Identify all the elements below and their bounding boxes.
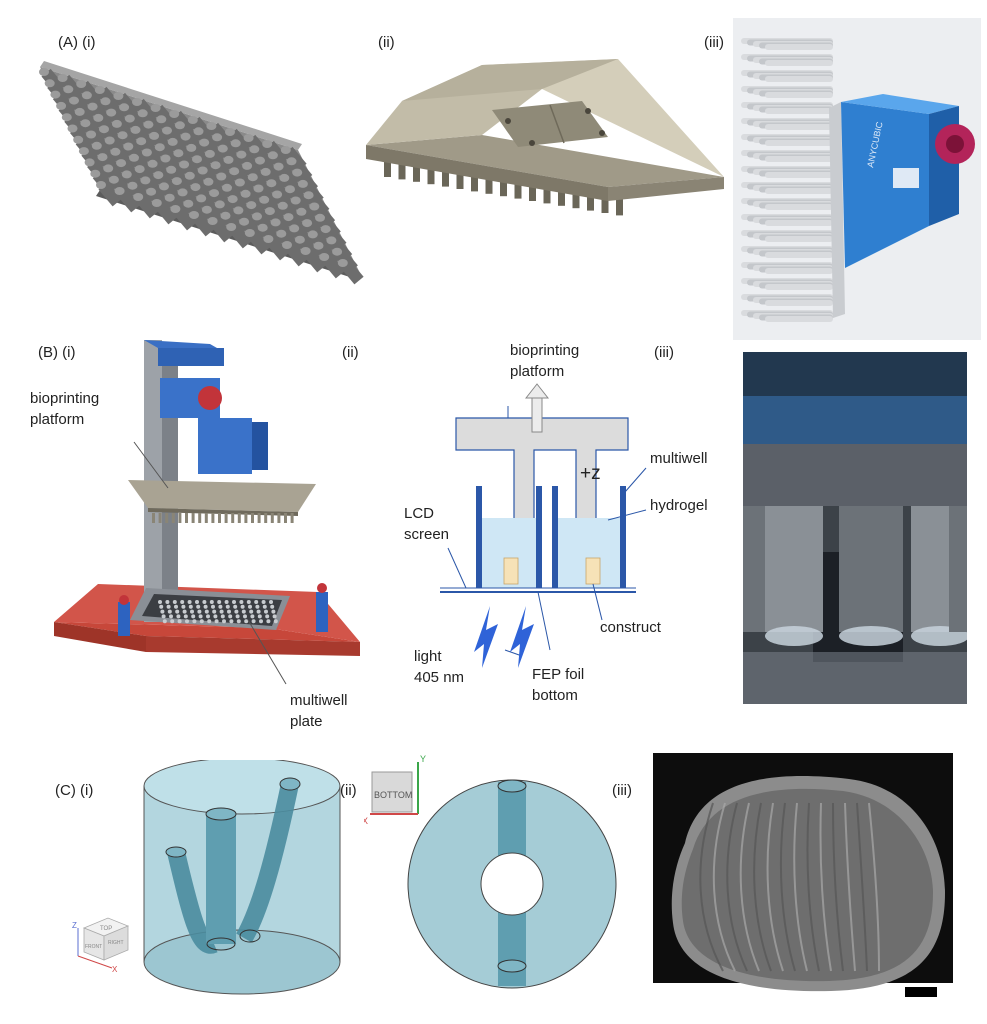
bioprinting-schematic xyxy=(440,383,647,668)
viewcube-right-label: RIGHT xyxy=(108,940,124,946)
panel-label-c-iii: (iii) xyxy=(612,782,632,799)
panel-label-c-ii: (ii) xyxy=(340,782,357,799)
construct-label: construct xyxy=(600,619,661,636)
lcd-label-2: screen xyxy=(404,526,450,543)
axis-x-label: X xyxy=(364,816,368,826)
fep-label-1: FEP foil xyxy=(532,666,585,683)
z-direction-label: +z xyxy=(580,463,601,484)
printer-multiwell-label-1: multiwell xyxy=(290,692,348,709)
light-label-1: light xyxy=(414,648,442,665)
printer-platform-label-2: platform xyxy=(30,411,85,428)
printer-multiwell-label-2: plate xyxy=(290,713,323,730)
panel-label-a-i: (A) (i) xyxy=(58,34,96,51)
fep-label-2: bottom xyxy=(532,687,578,704)
photo-pillars xyxy=(741,38,833,322)
printer-platform-label-1: bioprinting xyxy=(30,390,100,407)
pillar-grid xyxy=(39,68,364,285)
schematic-platform-label-2: platform xyxy=(510,363,565,380)
axis-x-label-cube: X xyxy=(112,965,118,974)
micrograph-rings xyxy=(699,802,880,972)
panel-label-b-iii: (iii) xyxy=(654,344,674,361)
multiwell-label: multiwell xyxy=(650,450,708,467)
axis-y-label: Y xyxy=(420,754,426,764)
bottom-view-cad: BOTTOM Y X xyxy=(364,754,617,989)
closeup-photo xyxy=(743,352,967,704)
viewcube-front-label: FRONT xyxy=(85,944,102,950)
axis-z-label: Z xyxy=(72,921,77,930)
panel-label-b-i: (B) (i) xyxy=(38,344,76,361)
scale-bar xyxy=(905,987,937,997)
pillar-plate-render xyxy=(39,61,364,285)
light-label-2: 405 nm xyxy=(414,669,465,686)
channel-cylinder-cad: TOP FRONT RIGHT Z X xyxy=(72,760,341,995)
panel-label-c-i: (C) (i) xyxy=(55,782,94,799)
platform-photo: ANYCUBIC xyxy=(733,18,981,340)
schematic-platform-label-1: bioprinting xyxy=(510,342,580,359)
printer-render xyxy=(54,340,360,685)
construct-micrograph xyxy=(653,753,957,1013)
panel-label-b-ii: (ii) xyxy=(342,344,359,361)
printer-pins xyxy=(152,513,294,523)
panel-label-a-ii: (ii) xyxy=(378,34,395,51)
panel-label-a-iii: (iii) xyxy=(704,34,724,51)
platform-render xyxy=(366,59,724,216)
platform-pins xyxy=(384,155,623,216)
closeup-pillars xyxy=(743,506,967,646)
viewcube-bottom-label: BOTTOM xyxy=(374,790,412,800)
viewcube-top-label: TOP xyxy=(100,926,112,932)
hydrogel-label: hydrogel xyxy=(650,497,708,514)
lcd-label-1: LCD xyxy=(404,505,435,522)
printer-wells xyxy=(158,600,278,624)
